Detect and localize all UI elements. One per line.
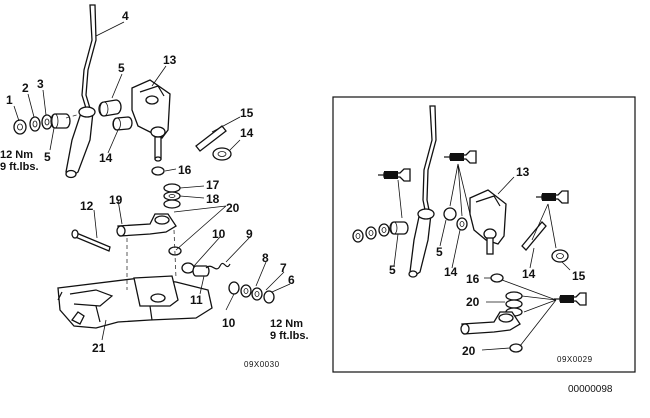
grease-gun-icons bbox=[378, 150, 587, 306]
torque-spec-bottom: 12 Nm 9 ft.lbs. bbox=[270, 318, 309, 342]
document-number: 00000098 bbox=[568, 384, 613, 395]
callout-10-lower: 10 bbox=[222, 316, 236, 330]
bushings-right bbox=[443, 207, 468, 231]
callouts-right: 5 5 13 14 14 15 16 20 20 bbox=[389, 165, 586, 358]
bushings-upper bbox=[98, 99, 133, 131]
torque-bottom-line1: 12 Nm bbox=[270, 318, 303, 330]
inset-frame bbox=[332, 96, 636, 373]
left-exploded-view: 1 2 3 4 5 5 13 14 15 14 16 17 18 20 12 1… bbox=[0, 4, 309, 369]
callout-2: 2 bbox=[22, 81, 29, 95]
figure-code-left: 09X0030 bbox=[244, 360, 280, 369]
shift-arm-right bbox=[460, 311, 523, 353]
callout-11: 11 bbox=[190, 293, 203, 307]
callout-6: 6 bbox=[288, 273, 295, 287]
bearing-bracket-right bbox=[469, 189, 507, 255]
assembly-lines-left bbox=[65, 113, 177, 290]
callout-20-right-upper: 20 bbox=[466, 295, 480, 309]
bushing-part-14-right bbox=[212, 147, 232, 161]
callout-20: 20 bbox=[226, 201, 240, 215]
callout-20-right-lower: 20 bbox=[462, 344, 476, 358]
figure-code-right: 09X0029 bbox=[557, 355, 593, 364]
torque-top-line1: 12 Nm bbox=[0, 149, 33, 161]
callout-13-right: 13 bbox=[516, 165, 530, 179]
callout-14-right: 14 bbox=[240, 126, 254, 140]
callout-19: 19 bbox=[109, 193, 123, 207]
base-housing-part-21 bbox=[57, 275, 213, 329]
grease-gun-icon bbox=[554, 292, 587, 306]
callout-10-upper: 10 bbox=[212, 227, 226, 241]
callout-15: 15 bbox=[240, 106, 254, 120]
callout-17: 17 bbox=[206, 178, 220, 192]
callout-16-right: 16 bbox=[466, 272, 480, 286]
grease-gun-icon bbox=[444, 150, 477, 164]
callout-5-upper: 5 bbox=[118, 61, 125, 75]
bearing-bracket-part-13 bbox=[131, 79, 171, 162]
callout-21: 21 bbox=[92, 341, 106, 355]
pin-part-15 bbox=[195, 125, 227, 152]
torque-bottom-line2: 9 ft.lbs. bbox=[270, 330, 309, 342]
leader-lines-left bbox=[13, 21, 291, 341]
grease-gun-icon bbox=[536, 190, 569, 204]
bolt-part-12 bbox=[71, 229, 111, 252]
callout-9: 9 bbox=[246, 227, 253, 241]
callout-3: 3 bbox=[37, 77, 44, 91]
callouts-left: 1 2 3 4 5 5 13 14 15 14 16 17 18 20 12 1… bbox=[6, 9, 295, 355]
callout-5-right-lower: 5 bbox=[389, 263, 396, 277]
washers-part-16-17-18 bbox=[151, 166, 181, 209]
torque-spec-top: 12 Nm 9 ft.lbs. bbox=[0, 149, 39, 173]
callout-14-right-b: 15 bbox=[572, 269, 586, 283]
right-lubrication-view: 5 5 13 14 14 15 16 20 20 09X0029 bbox=[332, 96, 636, 373]
callout-18: 18 bbox=[206, 192, 220, 206]
shift-lever-part-4 bbox=[65, 4, 97, 179]
parts-6-to-11-lower bbox=[181, 262, 275, 304]
callout-4: 4 bbox=[122, 9, 129, 23]
torque-top-line2: 9 ft.lbs. bbox=[0, 161, 39, 173]
callout-1: 1 bbox=[6, 93, 13, 107]
grease-gun-icon bbox=[378, 168, 411, 182]
washer-stack-left bbox=[13, 113, 71, 135]
washer-stack-right bbox=[352, 221, 409, 243]
callout-5-left: 5 bbox=[44, 150, 51, 164]
callout-14: 14 bbox=[99, 151, 113, 165]
callout-8: 8 bbox=[262, 251, 269, 265]
callout-15-right: 14 bbox=[522, 267, 536, 281]
lubrication-arrows bbox=[397, 163, 557, 347]
callout-5-right-upper: 5 bbox=[436, 245, 443, 259]
leader-lines-right bbox=[393, 176, 571, 351]
callout-14-right-a: 14 bbox=[444, 265, 458, 279]
callout-7: 7 bbox=[280, 261, 287, 275]
pin-and-bushing-right bbox=[521, 221, 569, 263]
callout-13: 13 bbox=[163, 53, 177, 67]
callout-12: 12 bbox=[80, 199, 94, 213]
washers-right bbox=[490, 273, 523, 317]
callout-16: 16 bbox=[178, 163, 192, 177]
shift-lever-right bbox=[408, 105, 437, 278]
